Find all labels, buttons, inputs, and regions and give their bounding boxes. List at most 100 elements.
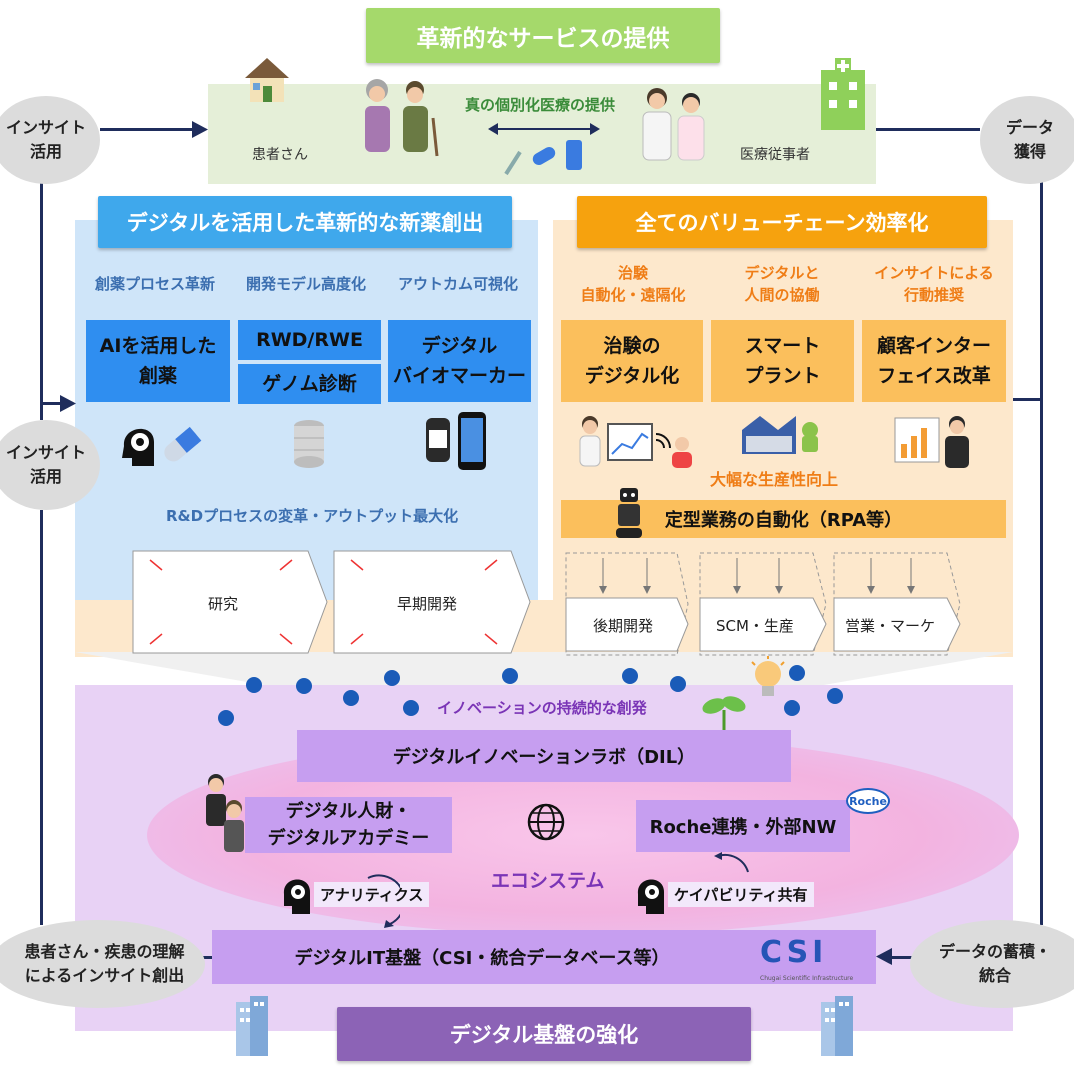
funnel <box>75 652 1013 688</box>
lightbulb-icon <box>751 656 785 696</box>
analytics-label: アナリティクス <box>314 882 430 907</box>
idea-dot <box>784 700 800 716</box>
connector-left-upper <box>40 180 43 420</box>
idea-dot <box>827 688 843 704</box>
people-icon <box>206 774 244 852</box>
talent-box: デジタル人財・ デジタルアカデミー <box>245 797 452 853</box>
trial-digital-label: 治験の デジタル化 <box>584 334 680 387</box>
sales-label: 営業・マーケ <box>845 617 936 635</box>
connector-top-right <box>876 128 980 131</box>
early-dev-arrow-shape <box>333 550 531 654</box>
customer-interface-box: 顧客インター フェイス改革 <box>862 320 1006 402</box>
col-header-outcome: アウトカム可視化 <box>398 275 519 293</box>
it-base-bar <box>212 930 876 984</box>
idea-dot <box>384 670 400 686</box>
hospital-icon <box>821 58 865 130</box>
capsule-icon <box>164 426 202 462</box>
cycle-arrow-icon <box>714 852 749 873</box>
ecosystem-text: エコシステム <box>491 870 605 892</box>
digital-foundation-title: デジタル基盤の強化 <box>337 1007 751 1061</box>
connector-bottom-left <box>203 956 213 959</box>
col-header-trial: 治験 自動化・遠隔化 <box>563 258 703 310</box>
insight-oval-top-label: インサイト 活用 <box>5 118 86 161</box>
globe-icon <box>527 803 565 841</box>
ai-drug-discovery-label: AIを活用した 創薬 <box>99 334 217 387</box>
arrow-right-icon <box>192 121 208 138</box>
ai-drug-discovery-box: AIを活用した 創薬 <box>86 320 230 402</box>
idea-dot <box>296 678 312 694</box>
late-dev-arrow-shape <box>565 552 689 656</box>
early-dev-label: 早期開発 <box>397 595 458 613</box>
research-label: 研究 <box>208 595 239 613</box>
col-header-collab: デジタルと 人間の協働 <box>712 258 852 310</box>
building-icon <box>236 996 268 1056</box>
capability-label: ケイパビリティ共有 <box>668 882 814 907</box>
patient-insight-label: 患者さん・疾患の理解 によるインサイト創出 <box>24 942 185 985</box>
capability-head-icon <box>637 879 664 914</box>
connector-bottom-right <box>890 956 912 959</box>
service-band <box>208 84 876 184</box>
drug-discovery-title: デジタルを活用した革新的な新薬創出 <box>98 196 512 248</box>
connector-right <box>1040 180 1043 925</box>
idea-dot <box>343 690 359 706</box>
idea-dot <box>218 710 234 726</box>
arrow-left-icon <box>876 948 892 965</box>
arrow-right-icon <box>60 395 76 412</box>
data-store-label: データの蓄積・ 統合 <box>938 942 1051 985</box>
elderly-couple-icon <box>365 79 439 157</box>
service-title: 革新的なサービスの提供 <box>366 8 720 63</box>
productivity-text: 大幅な生産性向上 <box>710 470 839 489</box>
ai-head-icon <box>122 428 154 466</box>
analytics-head-icon <box>283 879 310 914</box>
smart-factory-icon <box>742 416 818 454</box>
col-header-insight: インサイトによる 行動推奨 <box>860 258 1008 310</box>
patient-insight-oval: 患者さん・疾患の理解 によるインサイト創出 <box>0 920 205 1008</box>
data-acquire-label: データ 獲得 <box>1005 118 1054 161</box>
connector-left-lower <box>40 510 43 925</box>
insight-oval-mid: インサイト 活用 <box>0 420 100 510</box>
dil-bar: デジタルイノベーションラボ（DIL） <box>297 730 791 782</box>
digital-biomarker-box: デジタル バイオマーカー <box>388 320 531 402</box>
it-base-text: デジタルIT基盤（CSI・統合データベース等） <box>294 948 670 969</box>
col-header-trial-label: 治験 自動化・遠隔化 <box>580 263 686 305</box>
genome-box: ゲノム診断 <box>238 364 381 404</box>
medical-devices-icon <box>504 140 582 176</box>
rwd-box: RWD/RWE <box>238 320 381 360</box>
double-arrow-icon <box>488 123 600 135</box>
remote-trial-icon <box>579 416 692 468</box>
idea-dot <box>502 668 518 684</box>
insight-oval-mid-label: インサイト 活用 <box>5 443 86 486</box>
talent-label: デジタル人財・ デジタルアカデミー <box>267 801 430 849</box>
customer-interface-label: 顧客インター フェイス改革 <box>876 334 991 387</box>
rd-process-text: R&Dプロセスの変革・アウトプット最大化 <box>166 507 459 525</box>
roche-nw-box: Roche連携・外部NW <box>636 800 850 852</box>
col-header-collab-label: デジタルと 人間の協働 <box>744 263 820 305</box>
data-store-oval: データの蓄積・ 統合 <box>910 920 1074 1008</box>
idea-dot <box>622 668 638 684</box>
idea-dot <box>670 676 686 692</box>
house-icon <box>245 58 289 102</box>
csi-subtitle: Chugai Scientific Infrastructure <box>760 975 854 982</box>
col-header-development: 開発モデル高度化 <box>246 275 367 293</box>
smart-plant-label: スマート プラント <box>744 334 821 387</box>
idea-dot <box>246 677 262 693</box>
data-acquire-oval: データ 獲得 <box>980 96 1074 184</box>
scm-label: SCM・生産 <box>716 617 794 635</box>
research-arrow-shape <box>132 550 328 654</box>
csi-logo: CSI <box>760 935 828 970</box>
staff-label: 医療従事者 <box>740 147 810 163</box>
value-chain-panel <box>553 220 1013 605</box>
building-icon <box>821 996 853 1056</box>
col-header-insight-label: インサイトによる 行動推奨 <box>874 263 994 305</box>
insight-oval-top: インサイト 活用 <box>0 96 100 184</box>
connector-mid-right <box>1013 398 1043 401</box>
late-dev-label: 後期開発 <box>593 617 654 635</box>
scm-arrow-shape <box>699 552 827 656</box>
value-chain-title: 全てのバリューチェーン効率化 <box>577 196 987 248</box>
digital-biomarker-label: デジタル バイオマーカー <box>392 334 526 387</box>
connector-top-left <box>100 128 200 131</box>
robot-icon <box>616 488 642 538</box>
patient-label: 患者さん <box>252 147 308 163</box>
trial-digital-box: 治験の デジタル化 <box>561 320 703 402</box>
doctor-nurse-icon <box>642 88 705 161</box>
